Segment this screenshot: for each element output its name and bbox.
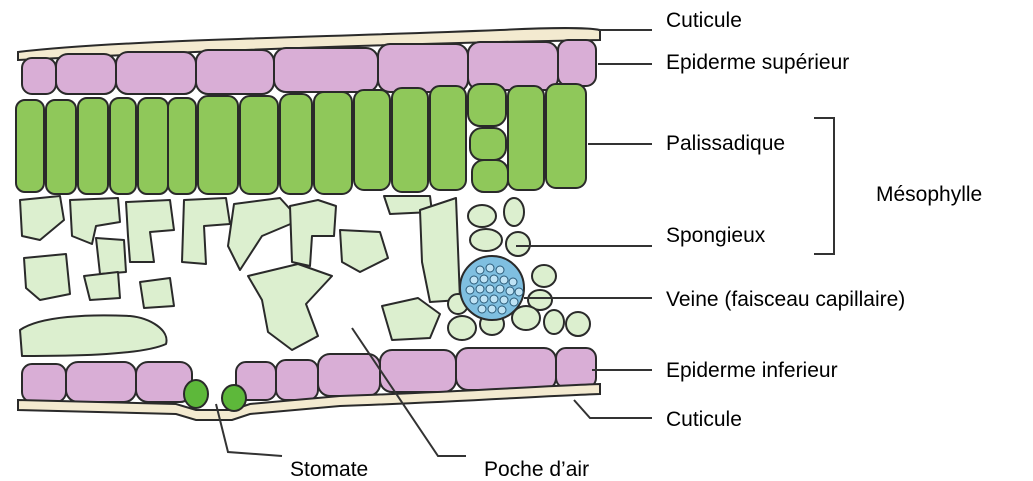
label-stomate: Stomate bbox=[290, 458, 368, 481]
label-mesophyll: Mésophylle bbox=[876, 183, 982, 206]
label-lower-epidermis: Epiderme inferieur bbox=[666, 359, 838, 382]
label-cuticle-bottom: Cuticule bbox=[666, 408, 742, 431]
label-vein: Veine (faisceau capillaire) bbox=[666, 288, 905, 311]
vein-bundle bbox=[460, 256, 524, 320]
label-air-pocket: Poche d’air bbox=[484, 458, 589, 481]
palisade-layer bbox=[16, 84, 586, 194]
label-cuticle-top: Cuticule bbox=[666, 9, 742, 32]
label-spongy: Spongieux bbox=[666, 224, 766, 247]
label-upper-epidermis: Epiderme supérieur bbox=[666, 51, 849, 74]
label-palisade: Palissadique bbox=[666, 132, 785, 155]
guard-cells bbox=[184, 380, 246, 411]
